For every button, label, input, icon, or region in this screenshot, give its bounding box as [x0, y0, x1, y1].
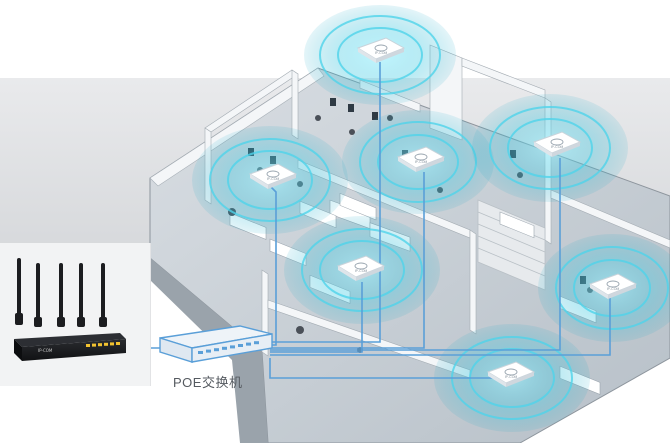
ap-brand: IP-COM: [551, 145, 564, 149]
poe-switch-label: POE交换机: [173, 375, 243, 390]
router-body: [14, 333, 126, 361]
router-antennas: [15, 258, 107, 327]
router-leds: [86, 342, 120, 347]
ceiling-ap-icon[interactable]: IP-COM: [356, 37, 406, 63]
ap-brand: IP-COM: [375, 51, 388, 55]
ceiling-ap-icon[interactable]: IP-COM: [248, 163, 298, 189]
ap-brand: IP-COM: [607, 287, 620, 291]
ap-brand: IP-COM: [355, 269, 368, 273]
wireless-router-icon[interactable]: IP-COM: [0, 243, 150, 386]
router-panel: IP-COM: [0, 243, 151, 386]
switch-ports: [198, 341, 259, 354]
ap-brand: IP-COM: [415, 160, 428, 164]
router-brand: IP-COM: [38, 348, 53, 353]
ceiling-ap-icon[interactable]: IP-COM: [532, 131, 582, 157]
ceiling-ap-icon[interactable]: IP-COM: [486, 361, 536, 387]
ap-brand: IP-COM: [505, 375, 518, 379]
poe-switch-icon[interactable]: [159, 325, 273, 363]
ethernet-cables: [118, 62, 611, 379]
ap-brand: IP-COM: [267, 177, 280, 181]
ceiling-ap-icon[interactable]: IP-COM: [336, 255, 386, 281]
access-points: IP-COM IP-COM IP-COM IP-CO: [248, 37, 638, 387]
ceiling-ap-icon[interactable]: IP-COM: [396, 146, 446, 172]
ceiling-ap-icon[interactable]: IP-COM: [588, 273, 638, 299]
